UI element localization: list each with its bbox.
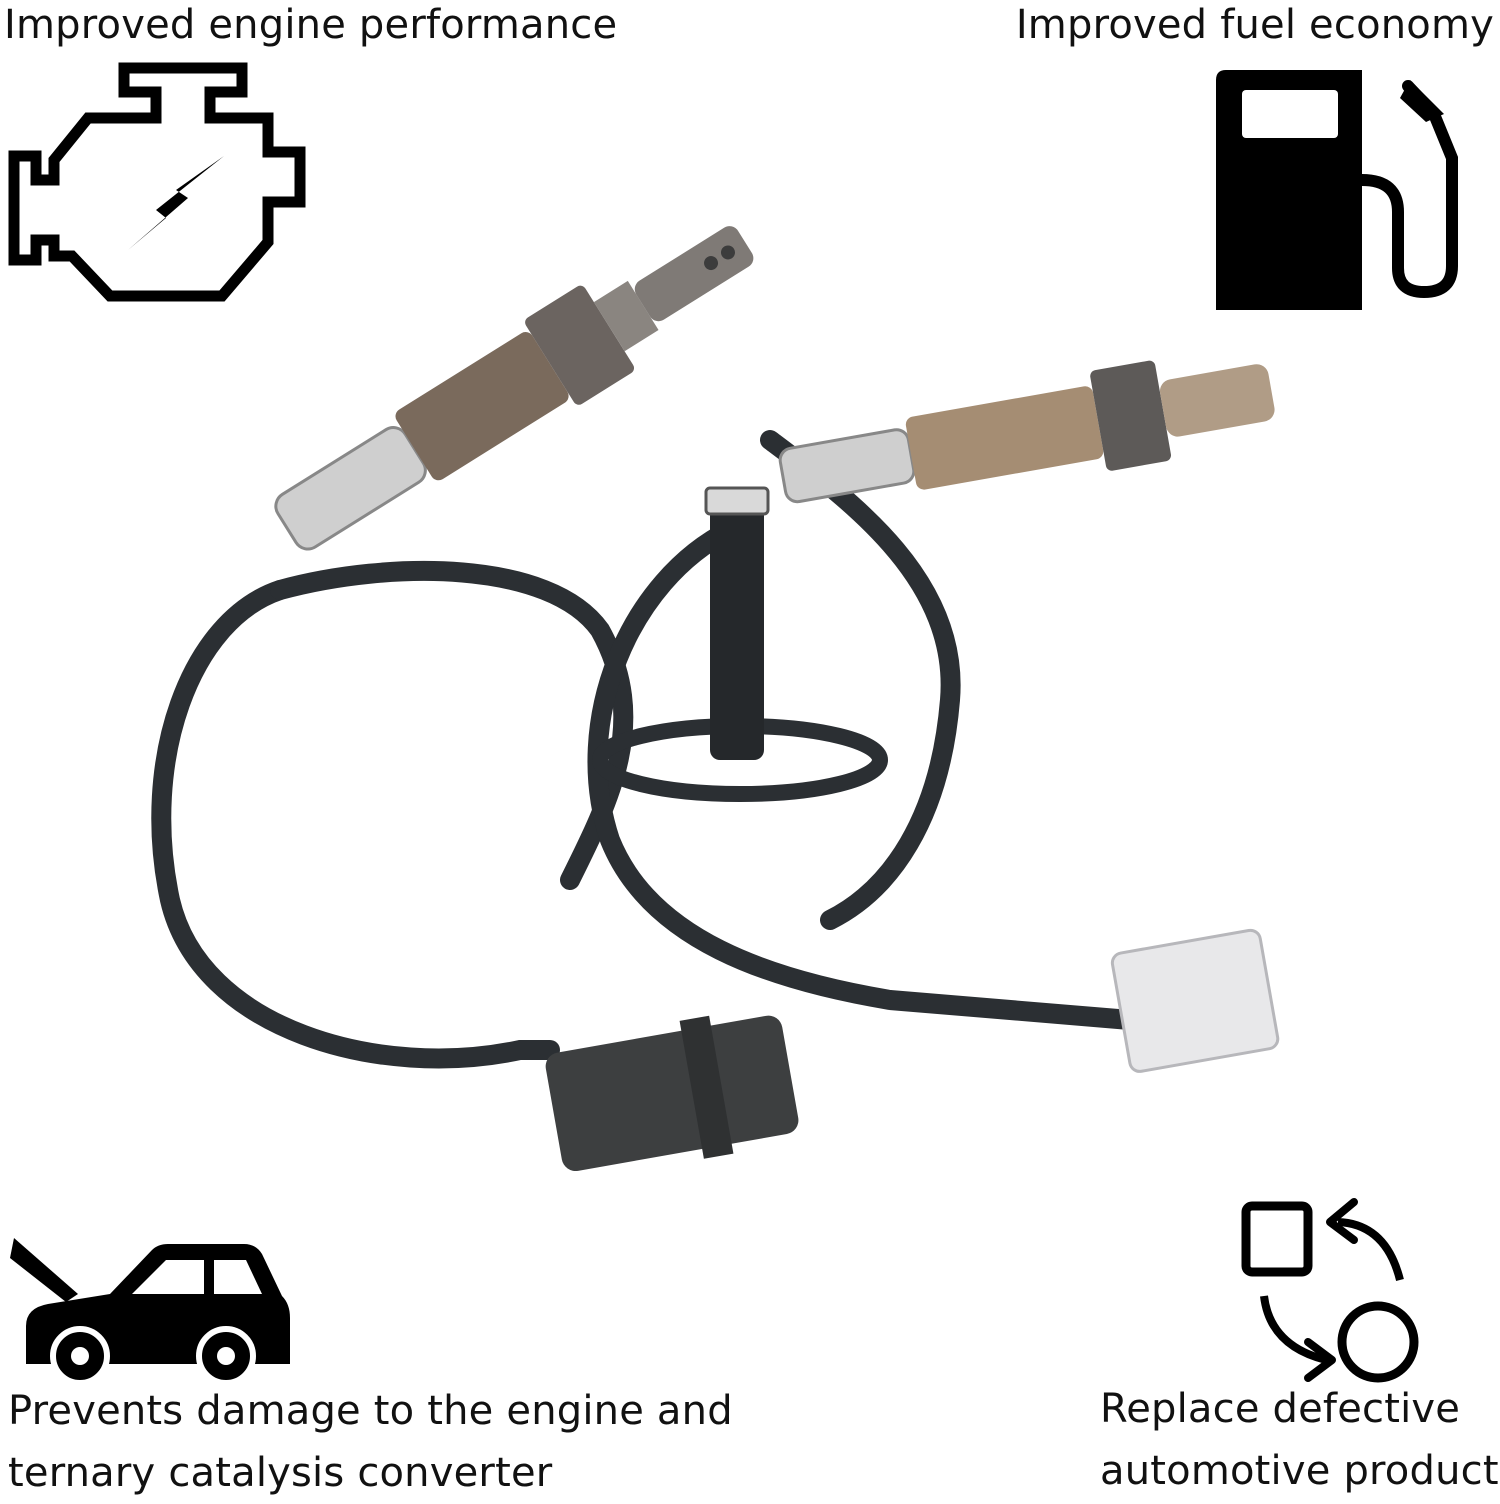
feature-caption-damage: Prevents damage to the engine and ternar…: [8, 1380, 733, 1504]
caption-line: Replace defective: [1100, 1386, 1461, 1432]
fuel-pump-icon: [1216, 70, 1458, 310]
feature-caption-engine: Improved engine performance: [4, 2, 618, 48]
caption-line: ternary catalysis converter: [8, 1450, 553, 1496]
feature-caption-replace: Replace defective automotive products: [1100, 1378, 1500, 1502]
car-open-hood-icon: [10, 1238, 290, 1384]
check-engine-icon: [8, 62, 306, 302]
oxygen-sensor-pair-photo: [151, 226, 1280, 1172]
caption-line: automotive products: [1100, 1448, 1500, 1494]
caption-line: Prevents damage to the engine and: [8, 1388, 733, 1434]
replace-arrows-icon: [1241, 1198, 1419, 1383]
feature-caption-fuel: Improved fuel economy: [1015, 2, 1494, 48]
